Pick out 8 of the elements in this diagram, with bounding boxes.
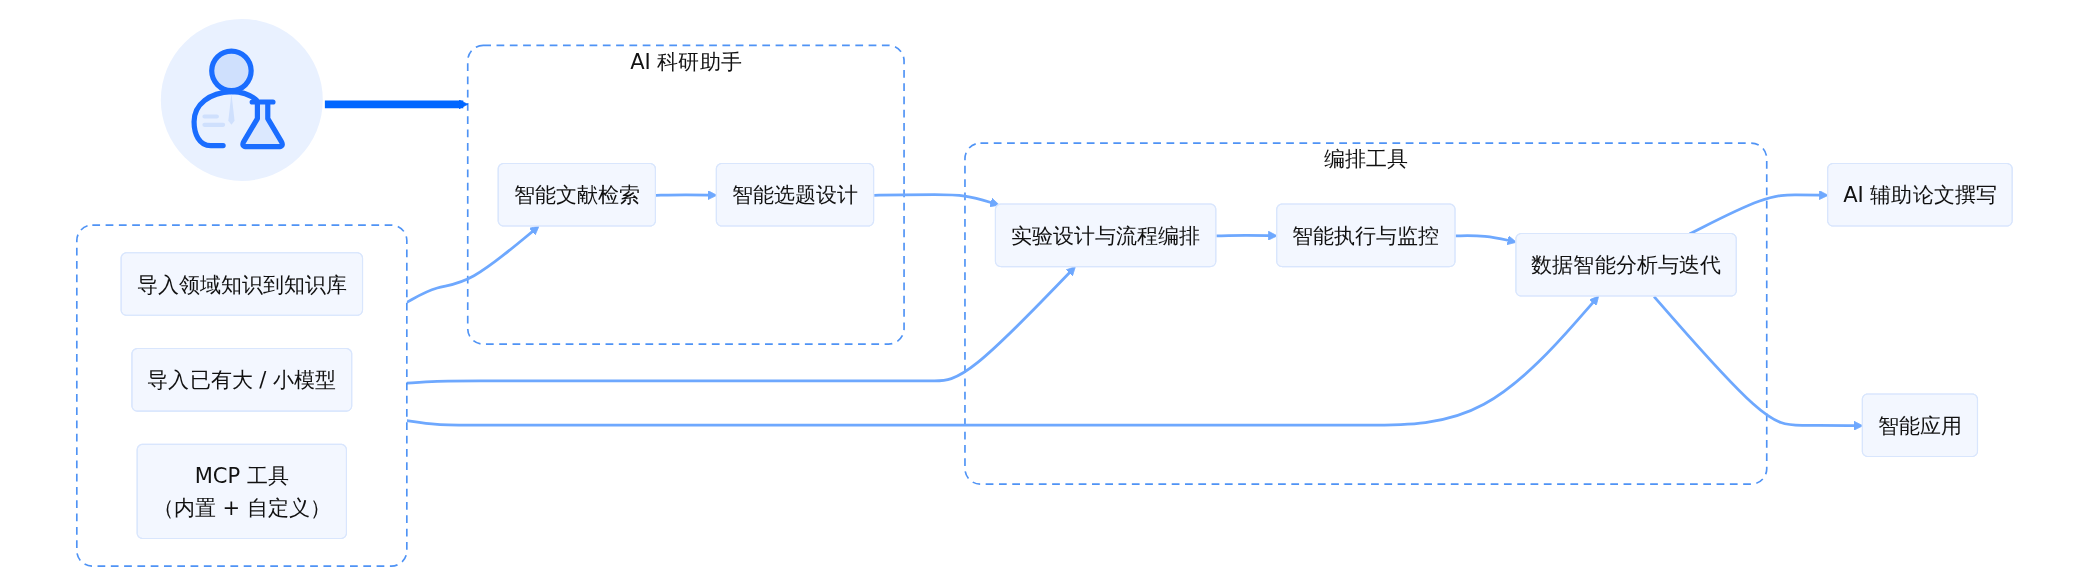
arrow: [406, 225, 540, 304]
arrow: [406, 295, 1600, 427]
arrow: [874, 193, 1000, 208]
cluster: [76, 224, 408, 567]
arrow: [1455, 234, 1517, 246]
arrow: [406, 266, 1076, 385]
arrow: [324, 99, 469, 110]
node-picture: [158, 16, 325, 183]
